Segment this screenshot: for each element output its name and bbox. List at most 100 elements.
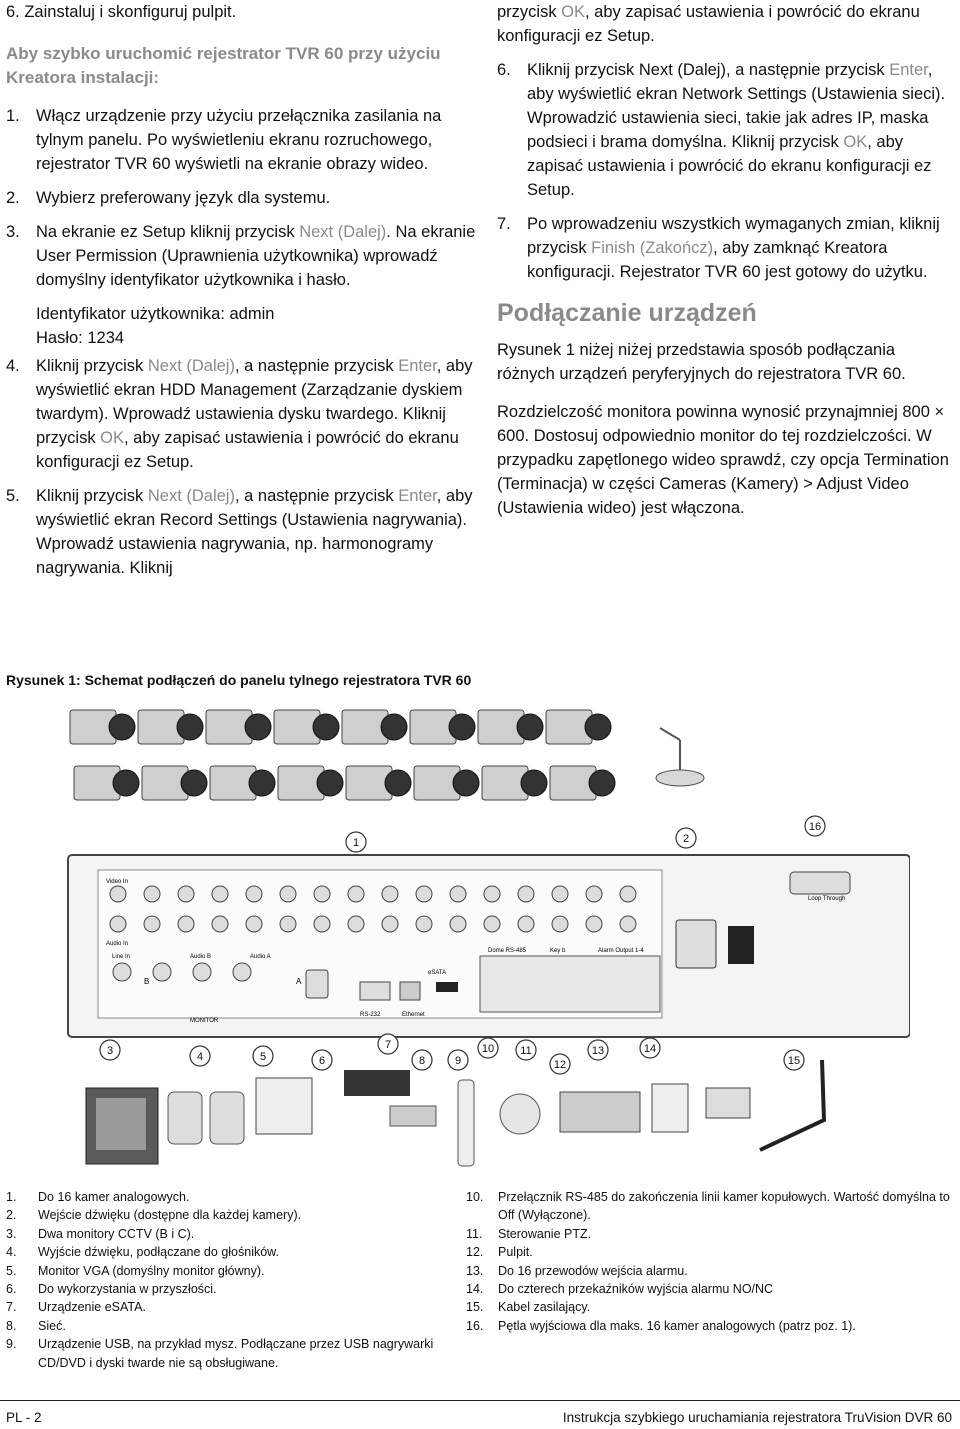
bnc-connector	[619, 885, 637, 903]
bnc-connector	[517, 885, 535, 903]
ok-button-ref: OK	[561, 3, 586, 21]
panel-label: Audio A	[250, 954, 271, 960]
callout-label: 6	[319, 1055, 325, 1067]
callout-6: 6	[311, 1049, 333, 1071]
step-text: , aby zapisać ustawienia i powrócić do e…	[497, 3, 920, 45]
step-1: 1. Włącz urządzenie przy użyciu przełącz…	[6, 104, 476, 176]
legend-item: 1.Do 16 kamer analogowych.	[6, 1188, 446, 1206]
panel-label: Audio In	[106, 941, 128, 947]
panel-label: Key b	[550, 948, 566, 954]
camera-icon	[549, 765, 616, 801]
camera-icon	[73, 765, 140, 801]
legend-text: Sterowanie PTZ.	[498, 1226, 592, 1241]
callout-label: 9	[455, 1055, 461, 1067]
bnc-connector	[177, 915, 195, 933]
camera-icon	[481, 765, 548, 801]
enter-button-ref: Enter	[398, 487, 437, 505]
callout-label: 10	[482, 1043, 494, 1055]
step-text: . Na ekranie User Permission (Uprawnieni…	[36, 223, 476, 289]
bnc-connector	[347, 915, 365, 933]
step-text: Kliknij przycisk	[36, 487, 148, 505]
step-text: Na ekranie ez Setup kliknij przycisk	[36, 223, 300, 241]
ok-button-ref: OK	[100, 429, 125, 447]
panel-label: A	[296, 977, 302, 986]
step-number: 5.	[6, 487, 20, 505]
panel-label: Video In	[106, 879, 128, 885]
legend-item: 14.Do czterech przekaźników wyjścia alar…	[466, 1280, 956, 1298]
camera-group	[69, 709, 616, 801]
legend-text: Pętla wyjściowa dla maks. 16 kamer analo…	[498, 1318, 856, 1333]
step-number: 4.	[6, 357, 20, 375]
next-button-ref: Next (Dalej)	[147, 487, 235, 505]
callout-16: 16	[804, 815, 826, 837]
legend-text: Do czterech przekaźników wyjścia alarmu …	[498, 1282, 774, 1297]
network-switch-icon	[389, 1105, 437, 1127]
panel-label: Dome RS-485	[488, 948, 527, 954]
legend-text: Kabel zasilający.	[498, 1300, 591, 1315]
callout-4: 4	[189, 1045, 211, 1067]
step-text: , aby zapisać ustawienia i powrócić do e…	[36, 429, 459, 471]
bnc-connector	[232, 962, 252, 982]
legend-number: 4.	[6, 1245, 17, 1260]
callout-label: 2	[683, 833, 689, 845]
peripherals	[85, 1059, 827, 1167]
power-switch	[728, 926, 754, 964]
legend-item: 3.Dwa monitory CCTV (B i C).	[6, 1225, 446, 1243]
callout-label: 8	[419, 1055, 425, 1067]
camera-icon	[545, 709, 612, 745]
bnc-connector	[313, 915, 331, 933]
legend-text: Urządzenie USB, na przykład mysz. Podłąc…	[38, 1337, 434, 1370]
next-button-ref: Next (Dalej)	[299, 223, 387, 241]
bnc-connector	[551, 885, 569, 903]
bnc-connector	[619, 915, 637, 933]
step-5: 5. Kliknij przycisk Next (Dalej), a nast…	[6, 484, 476, 580]
microphone-icon	[655, 727, 705, 787]
legend-item: 11.Sterowanie PTZ.	[466, 1225, 956, 1243]
bnc-connector	[585, 915, 603, 933]
callout-5: 5	[252, 1045, 274, 1067]
legend-number: 5.	[6, 1263, 17, 1278]
legend-text: Wejście dźwięku (dostępne dla każdej kam…	[38, 1208, 302, 1223]
panel-label: Line In	[112, 954, 130, 960]
legend-text: Sieć.	[38, 1318, 66, 1333]
callout-8: 8	[411, 1049, 433, 1071]
alarm-terminal-block	[479, 955, 661, 1013]
legend-number: 10.	[466, 1190, 484, 1204]
camera-icon	[141, 765, 208, 801]
legend-number: 8.	[6, 1318, 17, 1333]
legend-number: 2.	[6, 1208, 17, 1223]
legend-text: Wyjście dźwięku, podłączane do głośników…	[38, 1245, 279, 1260]
step-text: , aby wyświetlić ekran Record Settings (…	[36, 487, 473, 577]
camera-icon	[277, 765, 344, 801]
bnc-connector	[415, 915, 433, 933]
legend-number: 16.	[466, 1318, 484, 1333]
bnc-connector	[245, 915, 263, 933]
vga-monitor-icon	[255, 1077, 313, 1135]
legend-right: 10.Przełącznik RS-485 do zakończenia lin…	[466, 1188, 956, 1335]
bnc-connector	[585, 885, 603, 903]
bnc-connector	[211, 885, 229, 903]
bnc-connector	[109, 915, 127, 933]
keyboard-icon	[559, 1091, 641, 1133]
panel-label: Ethernet	[402, 1012, 425, 1018]
rs232-port	[359, 981, 391, 1001]
bnc-connector	[112, 962, 132, 982]
power-cable-icon	[759, 1059, 827, 1152]
panel-label: Loop Through	[808, 896, 845, 902]
legend-item: 6.Do wykorzystania w przyszłości.	[6, 1280, 446, 1298]
legend-left: 1.Do 16 kamer analogowych. 2. Wejście dźwi…	[6, 1188, 446, 1372]
camera-icon	[209, 765, 276, 801]
panel-label: RS-232	[360, 1012, 381, 1018]
page-number: PL - 2	[6, 1410, 42, 1425]
step-text: , aby wyświetlić ekran HDD Management (Z…	[36, 357, 473, 447]
step-2: 2. Wybierz preferowany język dla systemu…	[6, 186, 476, 210]
camera-icon	[477, 709, 544, 745]
dvr-rear-panel: Video In Audio In Loop Through Line In A…	[67, 854, 910, 1038]
legend-item: 15.Kabel zasilający.	[466, 1298, 956, 1316]
step-6: 6. Kliknij przycisk Next (Dalej), a nast…	[497, 58, 957, 202]
step-text: , a następnie przycisk	[234, 357, 399, 375]
legend-text: Pulpit.	[498, 1245, 533, 1260]
step-text: Po wprowadzeniu wszystkich wymaganych zm…	[527, 215, 940, 257]
legend-text: Urządzenie eSATA.	[38, 1300, 146, 1315]
callout-1: 1	[345, 831, 367, 853]
